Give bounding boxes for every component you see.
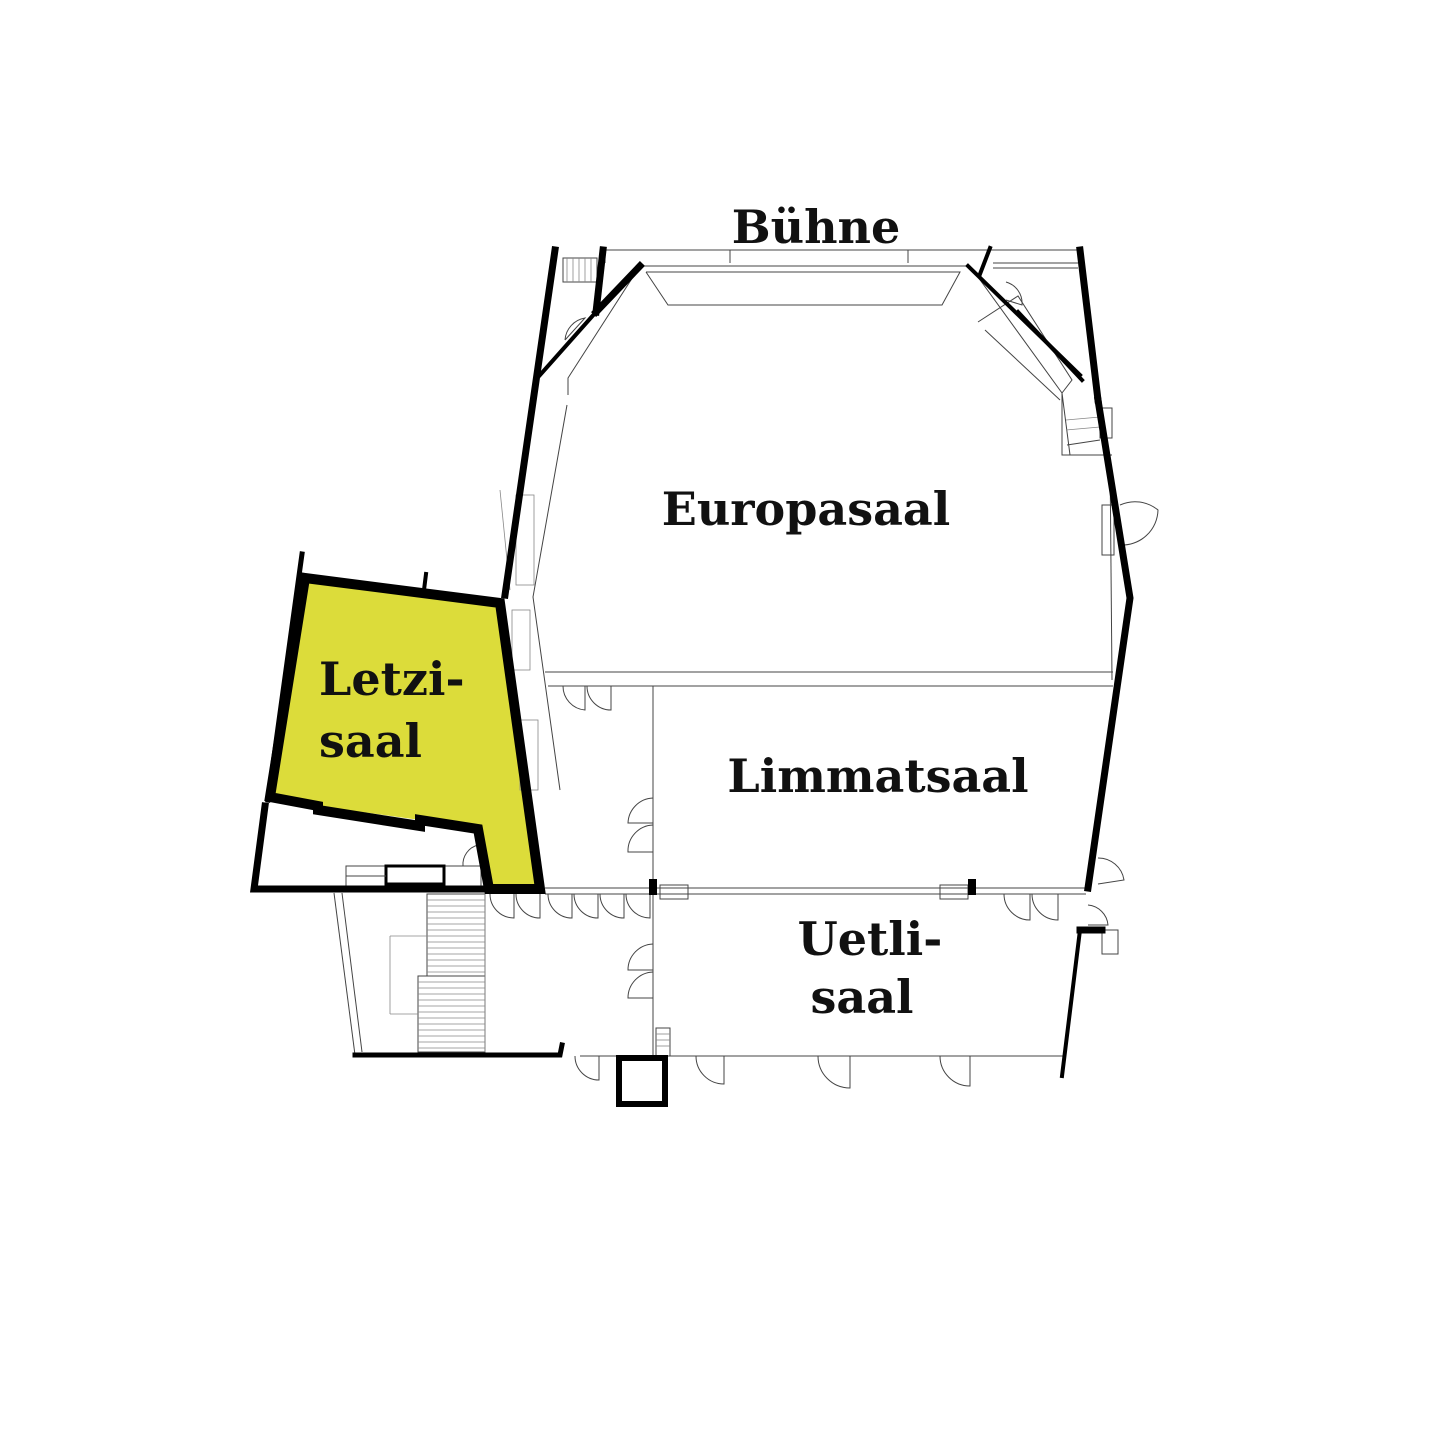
outer-walls	[250, 245, 1134, 1107]
letzisaal-fill[interactable]	[270, 578, 540, 889]
letzisaal-label-line2: saal	[319, 714, 422, 768]
stair-treads	[418, 899, 485, 1049]
uetlisaal-label-line2: saal	[811, 970, 914, 1024]
europasaal-label: Europasaal	[662, 482, 950, 536]
limmatsaal-label: Limmatsaal	[727, 749, 1028, 803]
stairwell	[333, 892, 486, 1056]
kitchen-counter	[345, 844, 482, 889]
letzisaal-label-line1: Letzi-	[319, 652, 465, 706]
circulation-lines	[489, 489, 1125, 1089]
uetlisaal-label-line1: Uetli-	[798, 912, 943, 966]
buehne-label: Bühne	[732, 200, 900, 254]
